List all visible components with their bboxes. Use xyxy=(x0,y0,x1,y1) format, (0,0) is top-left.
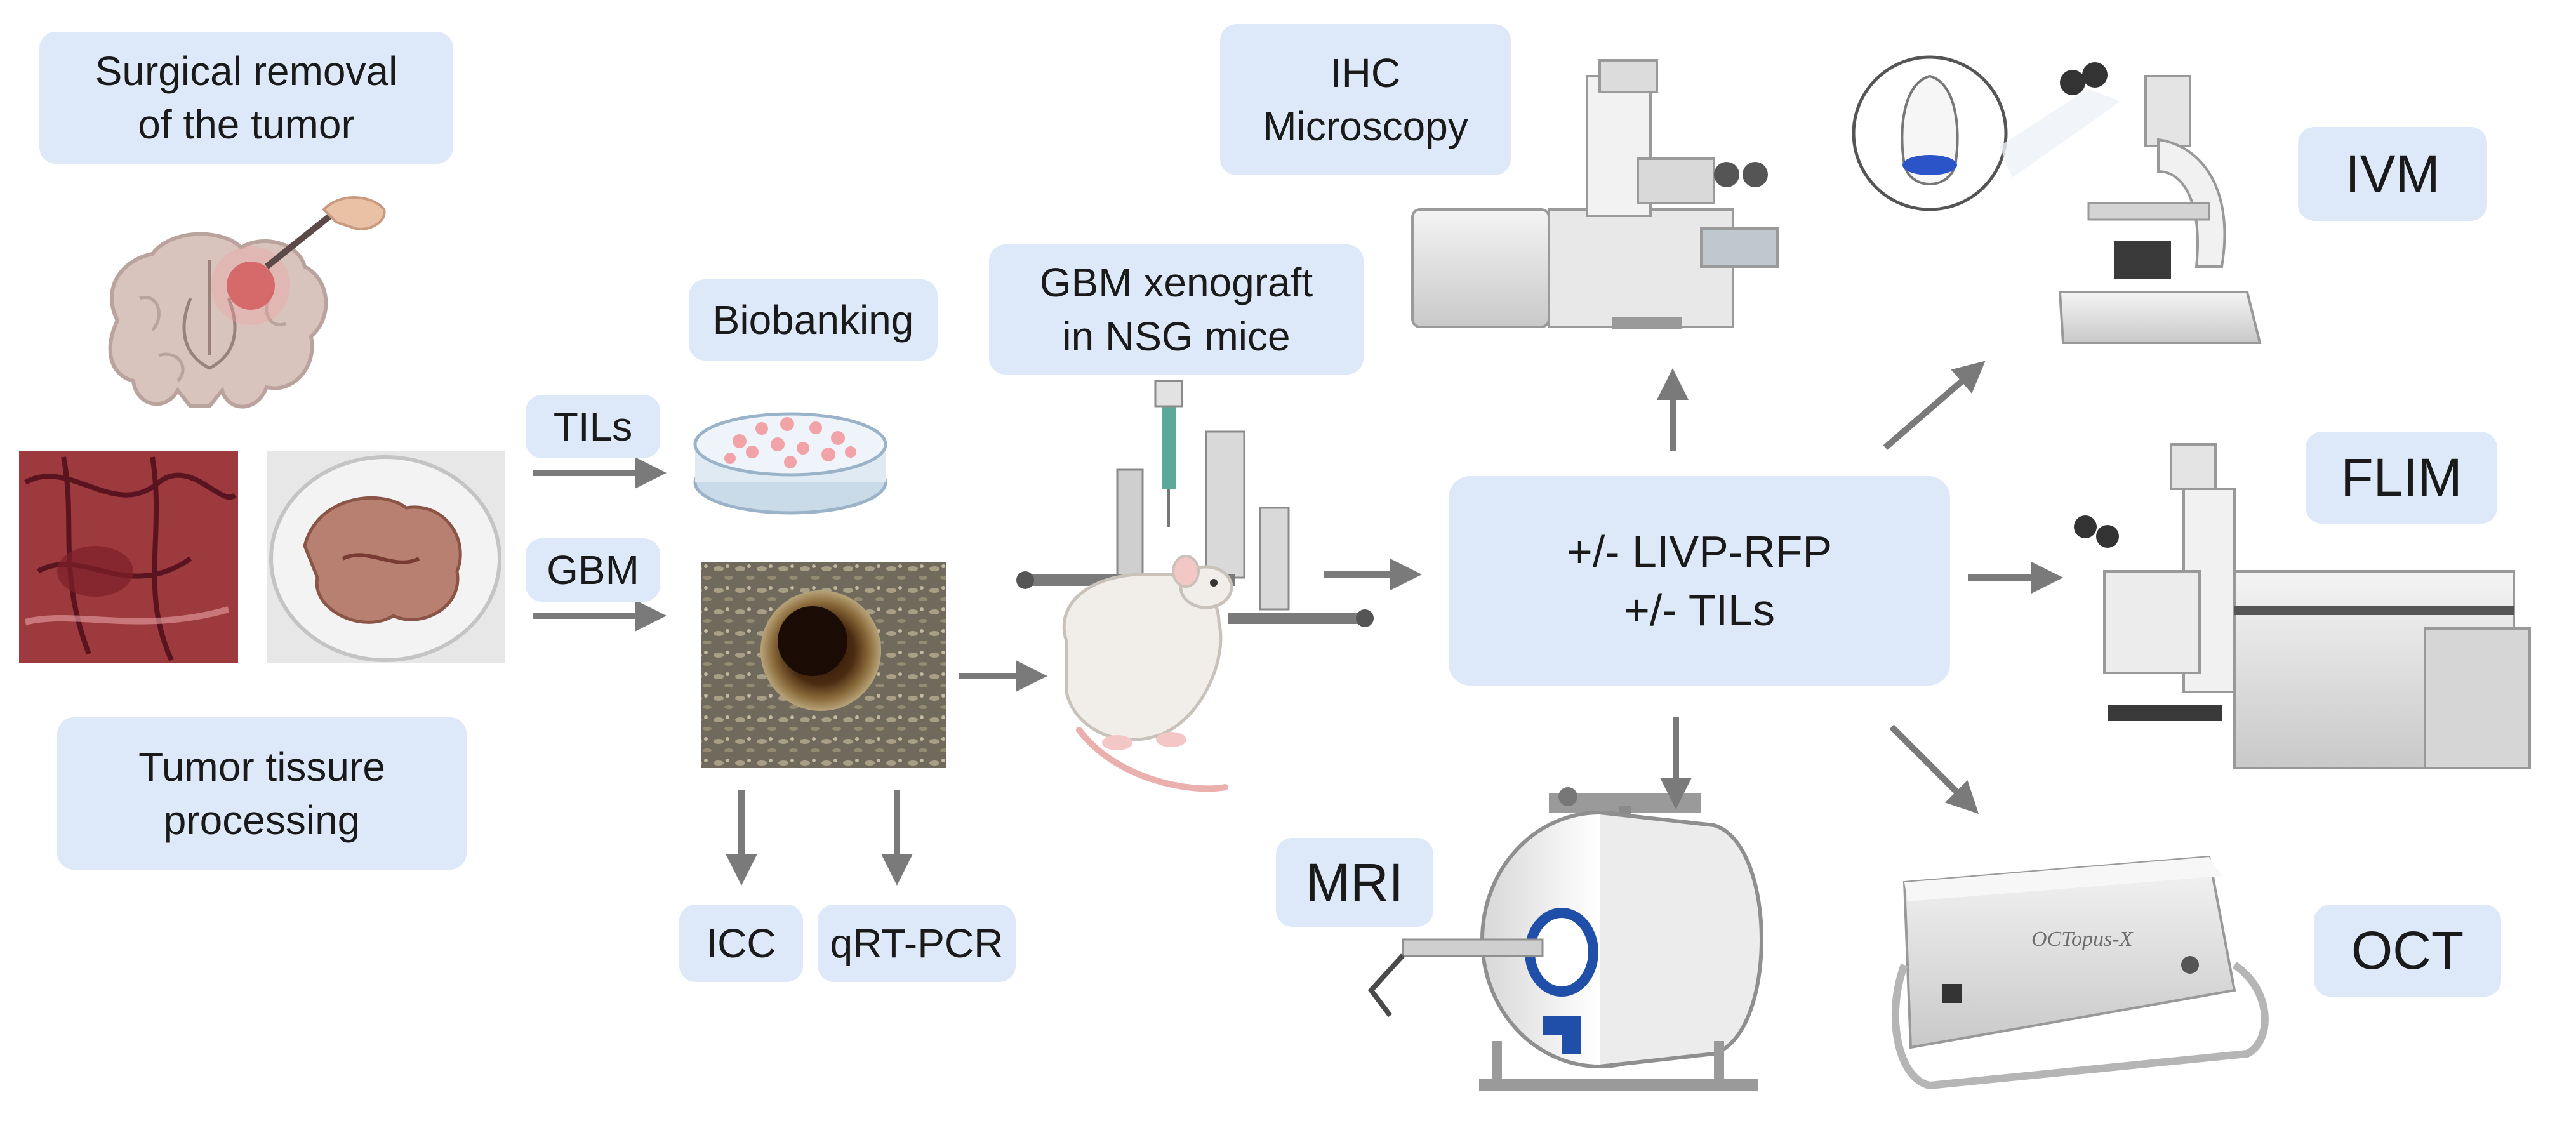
label-ivm: IVM xyxy=(2298,127,2487,221)
flim-microscope-icon xyxy=(2074,443,2531,769)
label-gbm: GBM xyxy=(526,538,660,602)
label-surgical-removal: Surgical removal of the tumor xyxy=(39,32,453,164)
arrow-treatment-to-ivm xyxy=(1883,361,1986,450)
label-oct: OCT xyxy=(2314,905,2501,997)
label-biobanking: Biobanking xyxy=(689,279,938,361)
surgical-photo xyxy=(19,451,238,663)
inverted-microscope-icon xyxy=(1411,59,1779,329)
resected-tissue-photo xyxy=(267,451,505,663)
flow-arrows xyxy=(533,361,2063,886)
label-tils: TILs xyxy=(526,395,660,458)
mri-scanner-icon xyxy=(1367,787,1763,1091)
oct-brand-text: OCTopus-X xyxy=(2031,927,2134,951)
upright-microscope-icon xyxy=(1852,55,2262,344)
label-tumor-processing: Tumor tissure processing xyxy=(57,717,467,870)
mouse-icon xyxy=(1062,555,1233,792)
petri-dish-icon xyxy=(693,412,887,515)
label-mri: MRI xyxy=(1276,838,1433,927)
label-treatment: +/- LIVP-RFP +/- TILs xyxy=(1449,476,1950,686)
scalpel-icon xyxy=(264,196,386,269)
brain-icon xyxy=(108,232,328,409)
label-ihc-microscopy: IHC Microscopy xyxy=(1220,24,1511,175)
label-icc: ICC xyxy=(679,905,803,982)
label-xenograft: GBM xenograft in NSG mice xyxy=(989,244,1364,375)
spheroid-image xyxy=(701,562,946,768)
label-flim: FLIM xyxy=(2306,432,2497,524)
oct-device-icon: OCTopus-X xyxy=(1891,855,2269,1090)
arrow-treatment-to-oct xyxy=(1889,724,1979,814)
label-qrt-pcr: qRT-PCR xyxy=(818,905,1016,982)
